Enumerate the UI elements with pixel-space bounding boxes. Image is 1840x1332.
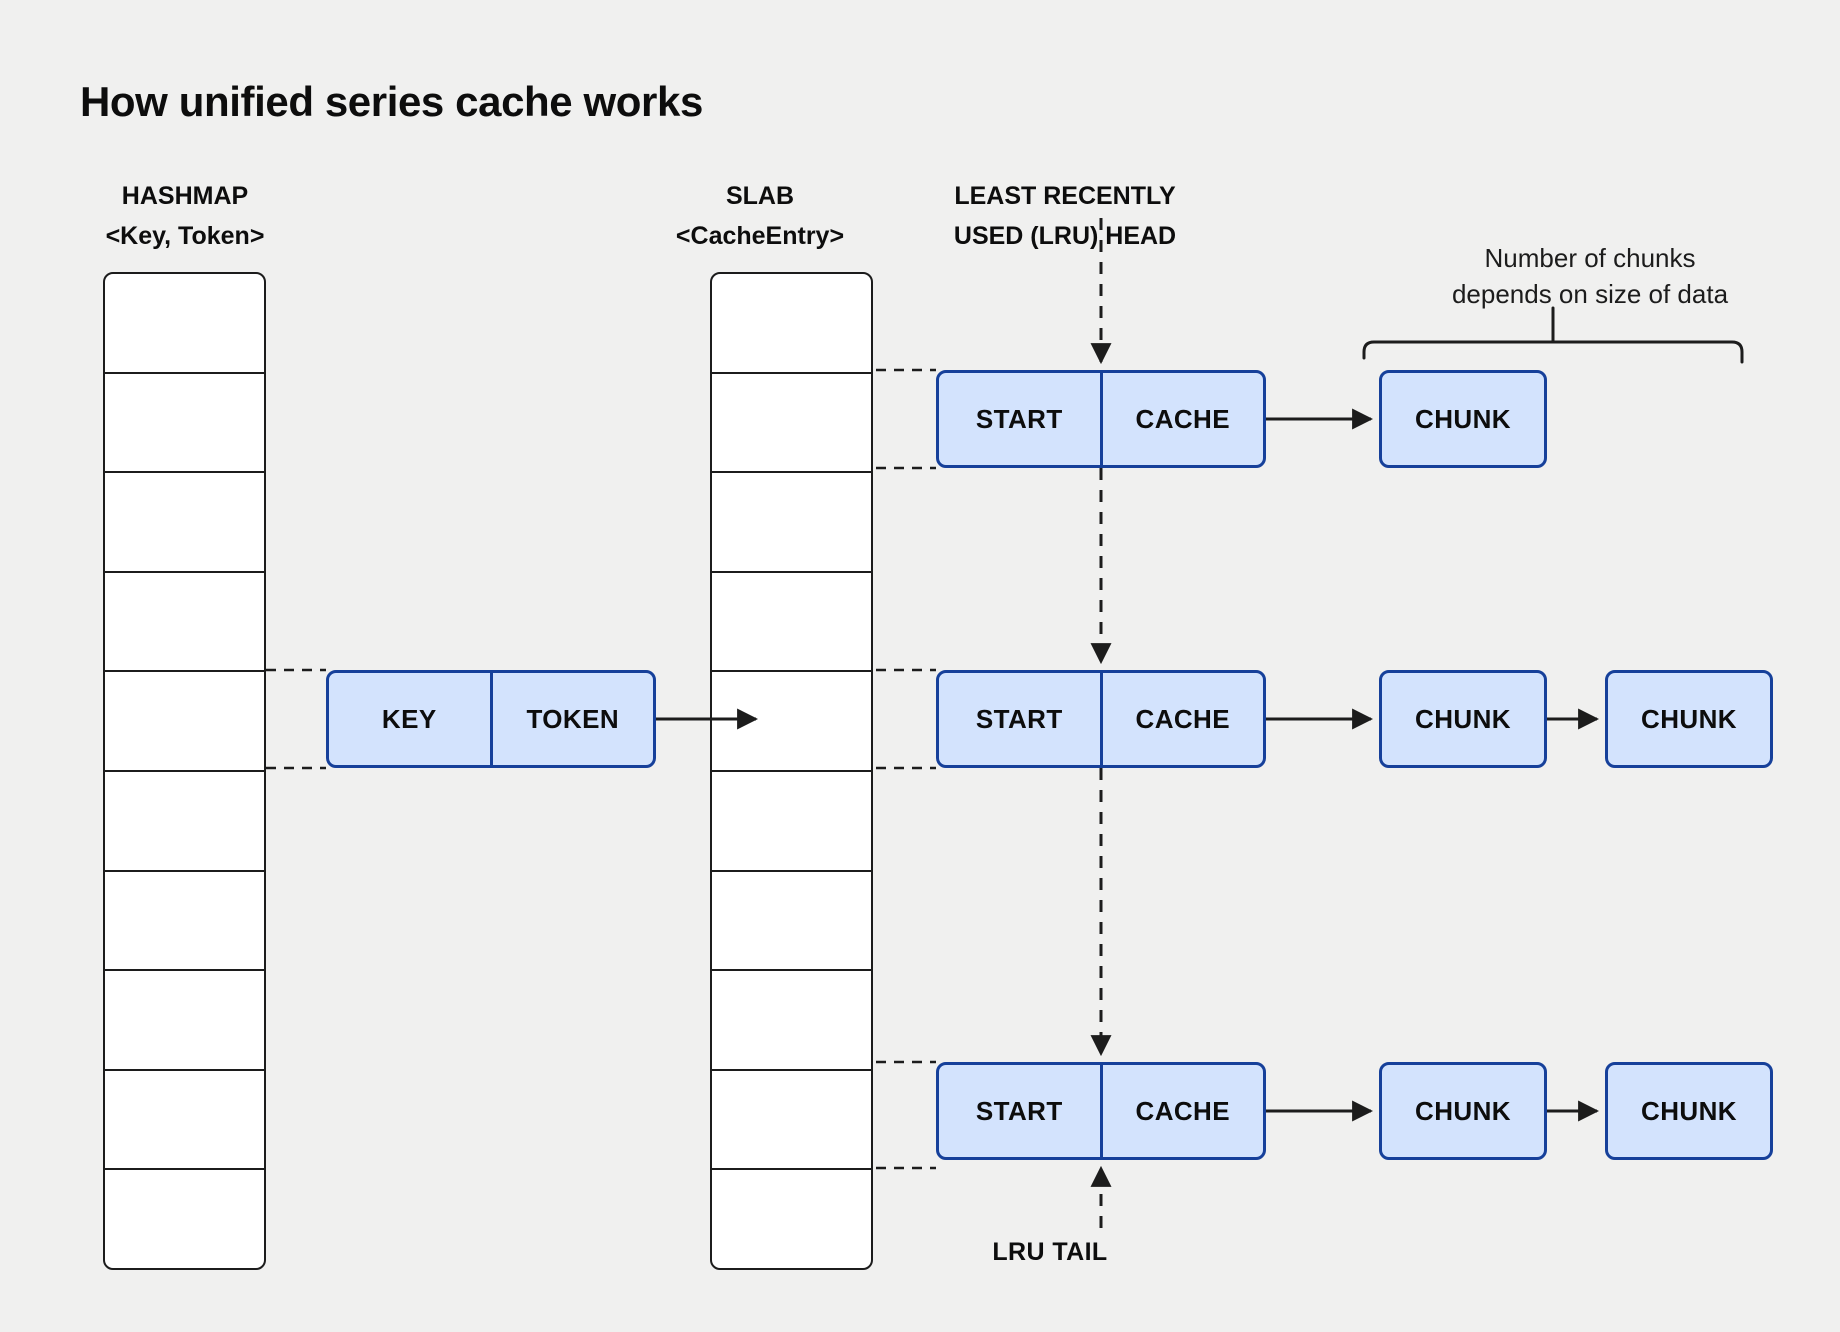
slab-header-line-2: <CacheEntry> [675, 222, 845, 250]
chunk-node[interactable]: CHUNK [1605, 670, 1773, 768]
slab-cell [712, 971, 871, 1071]
chunk-label: CHUNK [1415, 403, 1511, 434]
hashmap-cell [105, 1170, 264, 1268]
cache-segment: CACHE [1099, 373, 1264, 465]
chunk-node[interactable]: CHUNK [1379, 1062, 1547, 1160]
hashmap-cell [105, 772, 264, 872]
hashmap-column-header: HASHMAP <Key, Token> [0, 176, 370, 256]
lru-tail-label: LRU TAIL [992, 1238, 1108, 1266]
token-segment: TOKEN [489, 673, 654, 765]
slab-cell [712, 872, 871, 972]
slab-column-header: SLAB <CacheEntry> [600, 176, 920, 256]
hashmap-cell [105, 374, 264, 474]
key-segment: KEY [381, 703, 437, 734]
start-segment: START [975, 703, 1063, 734]
start-segment: START [975, 1095, 1063, 1126]
lru-head-label-line-1: LEAST RECENTLY [954, 182, 1176, 210]
cache-segment: CACHE [1099, 1065, 1264, 1157]
hashmap-cell [105, 672, 264, 772]
chunk-label: CHUNK [1641, 703, 1737, 734]
slab-cell [712, 772, 871, 872]
start-segment: START [975, 403, 1063, 434]
hashmap-header-line-1: HASHMAP [121, 182, 249, 210]
chunk-node[interactable]: CHUNK [1379, 370, 1547, 468]
chunks-note-line-2: depends on size of data [1451, 279, 1729, 309]
chunks-bracket [1362, 340, 1744, 364]
lru-head-label: LEAST RECENTLY USED (LRU) HEAD [880, 176, 1250, 256]
hashmap-cell [105, 971, 264, 1071]
hashmap-cell [105, 274, 264, 374]
hashmap-cell [105, 872, 264, 972]
cache-segment: CACHE [1099, 673, 1264, 765]
hashmap-header-line-2: <Key, Token> [105, 222, 265, 250]
slab-cell [712, 274, 871, 374]
hashmap-entry-node[interactable]: KEY TOKEN [326, 670, 656, 768]
chunk-label: CHUNK [1415, 703, 1511, 734]
hashmap-cell [105, 573, 264, 673]
hashmap-cell [105, 1071, 264, 1171]
slab-cell [712, 1170, 871, 1268]
slab-cell [712, 573, 871, 673]
chunk-node[interactable]: CHUNK [1379, 670, 1547, 768]
slab-header-line-1: SLAB [725, 182, 795, 210]
page-title: How unified series cache works [80, 78, 703, 125]
chunks-annotation: Number of chunks depends on size of data [1400, 240, 1780, 312]
cache-entry-node[interactable]: START CACHE [936, 670, 1266, 768]
hashmap-cell [105, 473, 264, 573]
lru-head-label-line-2: USED (LRU) HEAD [953, 222, 1177, 250]
slab-cell [712, 1071, 871, 1171]
chunks-note-line-1: Number of chunks [1484, 243, 1696, 273]
cache-entry-node[interactable]: START CACHE [936, 370, 1266, 468]
cache-entry-node[interactable]: START CACHE [936, 1062, 1266, 1160]
chunk-node[interactable]: CHUNK [1605, 1062, 1773, 1160]
chunk-label: CHUNK [1415, 1095, 1511, 1126]
chunk-label: CHUNK [1641, 1095, 1737, 1126]
slab-column [710, 272, 873, 1270]
slab-cell [712, 374, 871, 474]
slab-cell [712, 672, 871, 772]
slab-cell [712, 473, 871, 573]
hashmap-column [103, 272, 266, 1270]
